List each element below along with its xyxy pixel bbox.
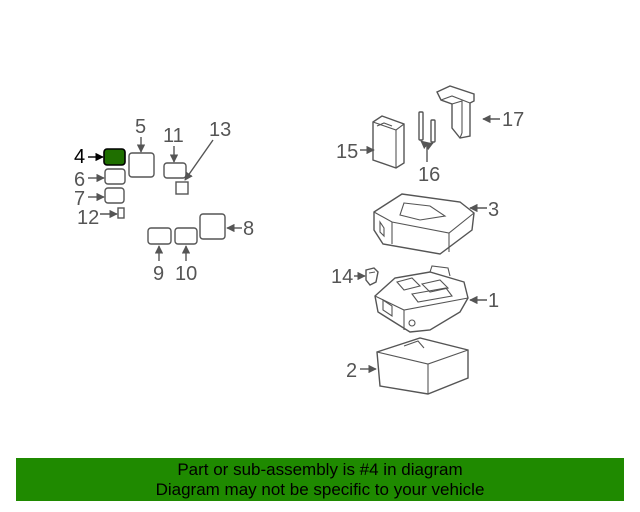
info-banner: Part or sub-assembly is #4 in diagram Di…	[16, 458, 624, 501]
part-16[interactable]	[418, 111, 436, 143]
part-9[interactable]	[147, 227, 172, 245]
callout-14: 14	[331, 266, 353, 288]
part-3[interactable]	[373, 193, 475, 255]
callout-4: 4	[74, 146, 85, 168]
callout-8: 8	[243, 218, 254, 240]
part-17[interactable]	[436, 85, 475, 139]
leader-13	[184, 139, 214, 181]
callout-5: 5	[135, 116, 146, 138]
part-11[interactable]	[163, 162, 187, 179]
callout-13: 13	[209, 119, 231, 141]
part-8[interactable]	[199, 213, 226, 240]
callout-3: 3	[488, 199, 499, 221]
part-15[interactable]	[372, 115, 405, 169]
callout-15: 15	[336, 141, 358, 163]
callout-9: 9	[153, 263, 164, 285]
callout-2: 2	[346, 360, 357, 382]
callout-7: 7	[74, 188, 85, 210]
part-10[interactable]	[174, 227, 198, 245]
part-13[interactable]	[175, 181, 189, 195]
callout-11: 11	[163, 125, 184, 147]
callout-12: 12	[77, 207, 99, 229]
callout-6: 6	[74, 169, 85, 191]
callout-10: 10	[175, 263, 197, 285]
part-14[interactable]	[365, 267, 379, 286]
part-12[interactable]	[117, 207, 125, 219]
part-7[interactable]	[104, 187, 125, 204]
callout-1: 1	[488, 290, 499, 312]
part-5[interactable]	[128, 152, 155, 178]
part-2[interactable]	[376, 337, 469, 395]
part-1[interactable]	[374, 265, 469, 333]
part-6[interactable]	[104, 168, 126, 185]
leader-16-right	[424, 142, 434, 151]
part-4[interactable]	[103, 148, 126, 166]
leader-16-left	[420, 140, 430, 150]
banner-line-2: Diagram may not be specific to your vehi…	[155, 480, 485, 499]
callout-16: 16	[418, 164, 440, 186]
banner-line-1: Part or sub-assembly is #4 in diagram	[177, 460, 463, 479]
callout-17: 17	[502, 109, 524, 131]
